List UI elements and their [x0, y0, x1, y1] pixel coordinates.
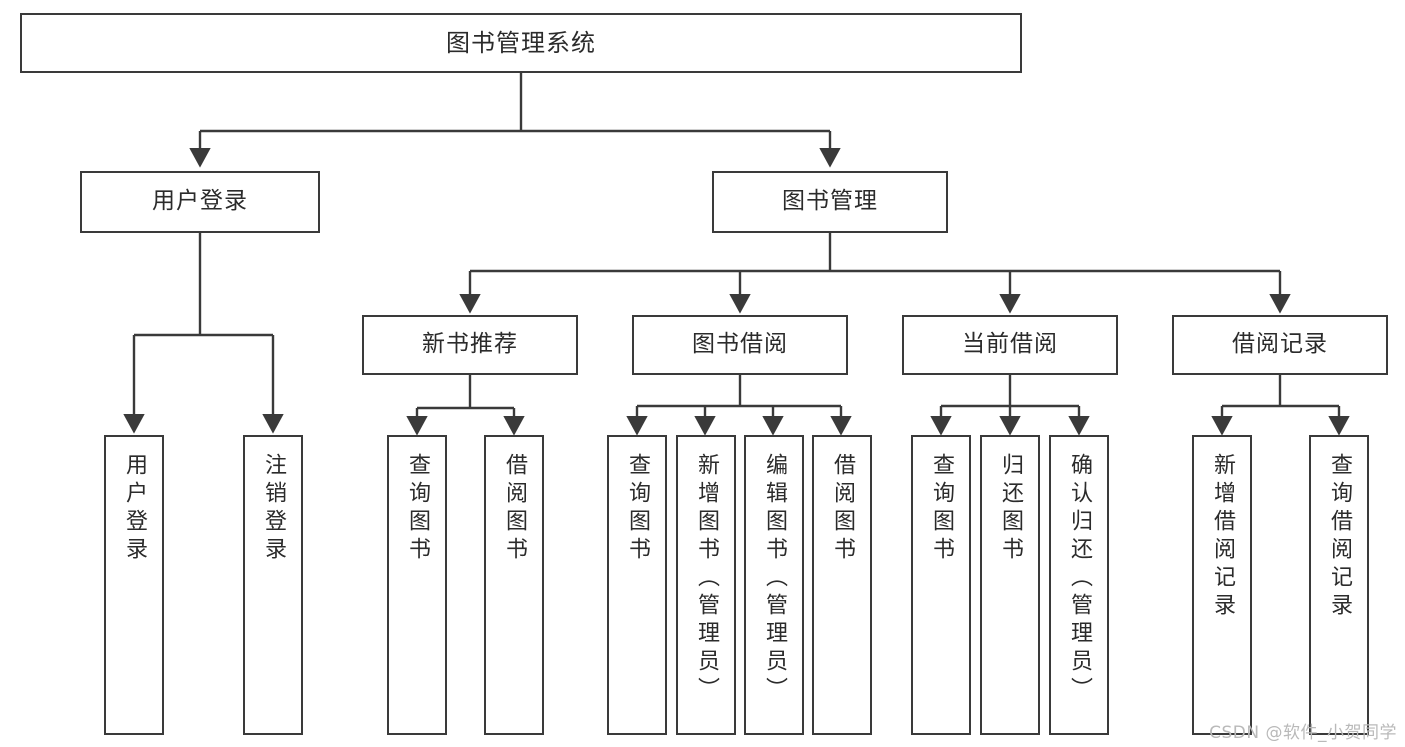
node-label: 新增借阅记录: [1210, 453, 1235, 621]
node-label: 查询图书: [625, 453, 650, 565]
node-label: 注销登录: [261, 453, 286, 565]
leaf-edit-book-admin[interactable]: 编辑图书（管理员）: [744, 435, 804, 735]
node-label: 用户登录: [122, 453, 147, 565]
node-label: 用户登录: [152, 188, 248, 215]
node-label: 查询借阅记录: [1327, 453, 1352, 621]
leaf-return-book[interactable]: 归还图书: [980, 435, 1040, 735]
node-borrow-record[interactable]: 借阅记录: [1172, 315, 1388, 375]
node-book-borrow[interactable]: 图书借阅: [632, 315, 848, 375]
node-label: 图书管理系统: [446, 28, 596, 57]
node-label: 新书推荐: [422, 331, 518, 358]
node-label: 借阅记录: [1232, 331, 1328, 358]
node-new-book-recommendation[interactable]: 新书推荐: [362, 315, 578, 375]
leaf-query-book-current[interactable]: 查询图书: [911, 435, 971, 735]
node-label: 图书借阅: [692, 331, 788, 358]
leaf-query-borrow-record[interactable]: 查询借阅记录: [1309, 435, 1369, 735]
leaf-borrow-book-recommendation[interactable]: 借阅图书: [484, 435, 544, 735]
node-label: 确认归还（管理员）: [1067, 453, 1092, 705]
leaf-query-book-borrow[interactable]: 查询图书: [607, 435, 667, 735]
node-label: 借阅图书: [830, 453, 855, 565]
leaf-add-borrow-record[interactable]: 新增借阅记录: [1192, 435, 1252, 735]
node-user-login[interactable]: 用户登录: [80, 171, 320, 233]
node-label: 编辑图书（管理员）: [762, 453, 787, 705]
node-label: 归还图书: [998, 453, 1023, 565]
leaf-confirm-return-admin[interactable]: 确认归还（管理员）: [1049, 435, 1109, 735]
node-label: 当前借阅: [962, 331, 1058, 358]
leaf-user-login[interactable]: 用户登录: [104, 435, 164, 735]
watermark: CSDN @软件_小贺同学: [1209, 723, 1397, 743]
leaf-query-book-recommendation[interactable]: 查询图书: [387, 435, 447, 735]
node-current-borrow[interactable]: 当前借阅: [902, 315, 1118, 375]
node-label: 查询图书: [405, 453, 430, 565]
node-root-book-management-system[interactable]: 图书管理系统: [20, 13, 1022, 73]
node-label: 图书管理: [782, 188, 878, 215]
leaf-borrow-book[interactable]: 借阅图书: [812, 435, 872, 735]
node-label: 新增图书（管理员）: [694, 453, 719, 705]
leaf-user-logout[interactable]: 注销登录: [243, 435, 303, 735]
node-book-management[interactable]: 图书管理: [712, 171, 948, 233]
node-label: 借阅图书: [502, 453, 527, 565]
node-label: 查询图书: [929, 453, 954, 565]
leaf-add-book-admin[interactable]: 新增图书（管理员）: [676, 435, 736, 735]
